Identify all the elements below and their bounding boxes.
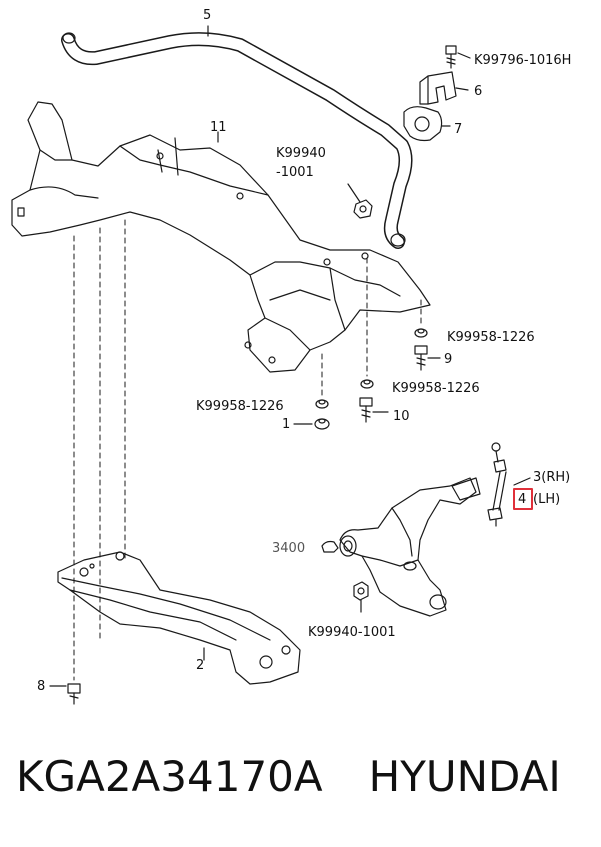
label-3400: 3400 xyxy=(272,541,305,556)
lower-control-arm xyxy=(339,477,481,617)
bushing-7 xyxy=(403,106,451,142)
label-k99958-lower: K99958-1226 xyxy=(196,399,284,414)
label-6: 6 xyxy=(474,84,482,99)
stabilizer-bar xyxy=(61,32,413,249)
label-3-rh: 3(RH) xyxy=(533,470,570,485)
subframe-2 xyxy=(57,551,301,685)
label-k99940-line1: K99940 xyxy=(276,146,326,161)
leader-3-4 xyxy=(513,477,531,486)
bolt-10 xyxy=(359,397,389,423)
part-number: KGA2A34170A xyxy=(16,752,323,801)
nut-k99940-lower xyxy=(353,581,369,613)
nut-k99940-upper xyxy=(347,183,373,219)
label-4-lh: (LH) xyxy=(533,492,560,507)
label-2: 2 xyxy=(196,658,204,673)
label-10: 10 xyxy=(393,409,410,424)
bolt-8 xyxy=(49,683,81,705)
label-7: 7 xyxy=(454,122,462,137)
label-1: 1 xyxy=(282,417,290,432)
stabilizer-link xyxy=(487,442,507,527)
label-5: 5 xyxy=(203,8,211,23)
alignment-lines xyxy=(73,219,422,681)
label-k99958-middle: K99958-1226 xyxy=(392,381,480,396)
brand-name: HYUNDAI xyxy=(368,752,561,801)
label-8: 8 xyxy=(37,679,45,694)
highlight-box xyxy=(513,488,533,510)
part-1-bushing xyxy=(293,418,330,430)
bracket-6 xyxy=(419,71,469,105)
nut-k99958-lower xyxy=(315,399,329,409)
bolt-k99796 xyxy=(445,45,471,69)
label-k99940-line2: -1001 xyxy=(276,165,314,180)
label-k99958-upper: K99958-1226 xyxy=(447,330,535,345)
label-k99940-lower: K99940-1001 xyxy=(308,625,396,640)
nut-k99958-upper xyxy=(414,328,428,338)
crossmember-11 xyxy=(11,101,431,373)
label-4: 4 xyxy=(518,492,526,507)
label-9: 9 xyxy=(444,352,452,367)
diagram-canvas: 5 K99796-1016H 6 7 11 K99940 -1001 K9995… xyxy=(11,8,571,705)
label-k99796: K99796-1016H xyxy=(474,53,571,68)
nut-k99958-middle xyxy=(360,379,374,389)
footer-caption: KGA2A34170A HYUNDAI xyxy=(16,752,596,822)
bolt-9 xyxy=(414,345,441,371)
label-11: 11 xyxy=(210,120,227,135)
part-3400 xyxy=(321,540,339,553)
